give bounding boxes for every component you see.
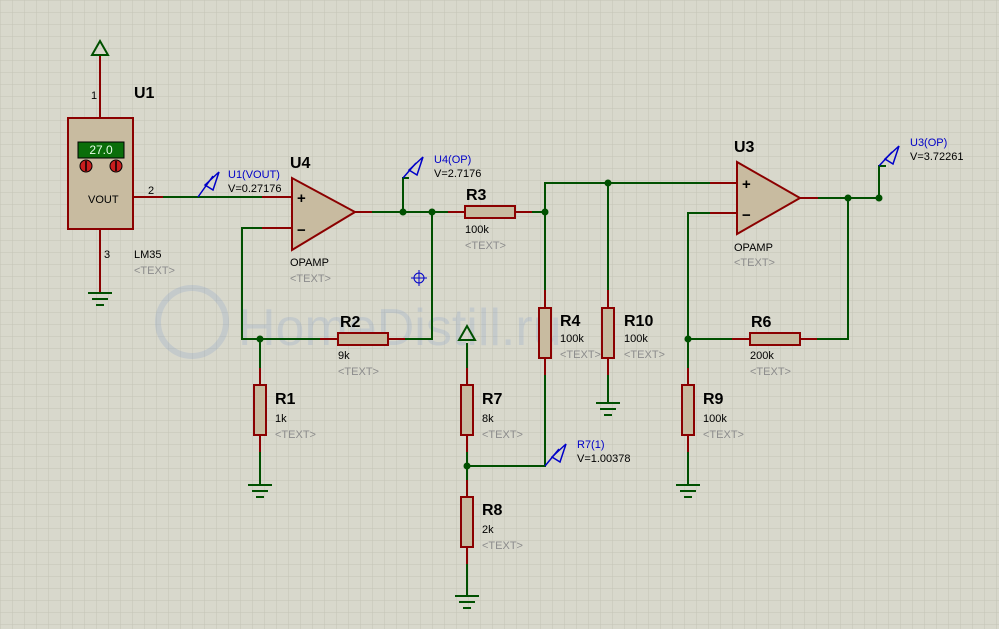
probe-arrow-icon <box>407 156 424 177</box>
u4-opamp[interactable]: + − U4 OPAMP <TEXT> <box>262 155 372 285</box>
junctions <box>256 179 883 470</box>
display-value: 27.0 <box>89 143 113 157</box>
probe-voltage: V=1.00378 <box>577 453 631 465</box>
r10-ref: R10 <box>624 313 653 330</box>
watermark: HomeDistill.ru <box>155 285 562 359</box>
r7-ref: R7 <box>482 391 503 408</box>
plus-sign: + <box>297 190 306 207</box>
r2-ref: R2 <box>340 314 361 331</box>
resistor-r8[interactable]: R8 2k <TEXT> <box>460 480 523 564</box>
watermark-text: HomeDistill.ru <box>238 299 562 357</box>
r4-text: <TEXT> <box>560 349 601 361</box>
r1-text: <TEXT> <box>275 429 316 441</box>
r4-ref: R4 <box>560 313 581 330</box>
ground-icon <box>248 484 272 498</box>
r1-ref: R1 <box>275 391 296 408</box>
resistor-r3[interactable]: R3 100k <TEXT> <box>448 187 532 252</box>
r3-value: 100k <box>465 224 489 236</box>
minus-sign: − <box>742 207 751 224</box>
r10-text: <TEXT> <box>624 349 665 361</box>
u3-ref: U3 <box>734 139 755 156</box>
ground-icon <box>455 595 479 609</box>
pin-number: 2 <box>148 185 154 197</box>
r2-value: 9k <box>338 350 350 362</box>
r3-ref: R3 <box>466 187 487 204</box>
probe-voltage: V=0.27176 <box>228 183 282 195</box>
u1-lm35[interactable]: 27.0 VOUT 1 2 3 U1 LM35 <TEXT> <box>67 38 175 306</box>
r1-value: 1k <box>275 413 287 425</box>
ground-icon <box>596 402 620 416</box>
u3-text: <TEXT> <box>734 257 775 269</box>
u4-part: OPAMP <box>290 257 329 269</box>
probe-arrow-icon <box>203 171 220 192</box>
u4-text: <TEXT> <box>290 273 331 285</box>
resistor-r1[interactable]: R1 1k <TEXT> <box>253 368 316 452</box>
resistor-r2[interactable]: R2 9k <TEXT> <box>320 314 405 378</box>
r6-ref: R6 <box>751 314 772 331</box>
r9-value: 100k <box>703 413 727 425</box>
power-arrow-icon <box>457 323 477 341</box>
ground-icon <box>676 484 700 498</box>
temperature-display <box>77 141 125 159</box>
probe-name: R7(1) <box>577 439 605 451</box>
r6-text: <TEXT> <box>750 366 791 378</box>
r9-text: <TEXT> <box>703 429 744 441</box>
probe-name: U3(OP) <box>910 137 947 149</box>
r7-text: <TEXT> <box>482 429 523 441</box>
probe-name: U1(VOUT) <box>228 169 280 181</box>
power-arrow-icon <box>90 38 110 56</box>
resistor-r7[interactable]: R7 8k <TEXT> <box>460 368 523 452</box>
crosshair-icon <box>411 270 427 286</box>
u3-opamp[interactable]: + − U3 OPAMP <TEXT> <box>710 139 818 269</box>
probe-u1-vout[interactable]: U1(VOUT) V=0.27176 <box>197 169 282 198</box>
u3-part: OPAMP <box>734 242 773 254</box>
r8-value: 2k <box>482 524 494 536</box>
probe-u4-op[interactable]: U4(OP) V=2.7176 <box>402 154 481 180</box>
r6-value: 200k <box>750 350 774 362</box>
plus-sign: + <box>742 176 751 193</box>
probe-arrow-icon <box>883 145 900 166</box>
u1-text: <TEXT> <box>134 265 175 277</box>
minus-sign: − <box>297 222 306 239</box>
r10-value: 100k <box>624 333 648 345</box>
probe-r7-1[interactable]: R7(1) V=1.00378 <box>544 439 631 467</box>
resistor-r4[interactable]: R4 100k <TEXT> <box>538 290 601 375</box>
pin-number: 1 <box>91 90 97 102</box>
u1-part: LM35 <box>134 249 162 261</box>
r8-text: <TEXT> <box>482 540 523 552</box>
r2-text: <TEXT> <box>338 366 379 378</box>
r3-text: <TEXT> <box>465 240 506 252</box>
probe-arrow-icon <box>550 443 567 464</box>
r8-ref: R8 <box>482 502 503 519</box>
r7-value: 8k <box>482 413 494 425</box>
vout-label: VOUT <box>88 194 119 206</box>
probe-name: U4(OP) <box>434 154 471 166</box>
resistor-r10[interactable]: R10 100k <TEXT> <box>601 290 665 375</box>
ground-icon <box>88 292 112 306</box>
r4-value: 100k <box>560 333 584 345</box>
u1-ref: U1 <box>134 85 155 102</box>
probe-voltage: V=2.7176 <box>434 168 481 180</box>
probe-u3-op[interactable]: U3(OP) V=3.72261 <box>878 137 964 167</box>
resistor-r9[interactable]: R9 100k <TEXT> <box>681 368 744 452</box>
resistor-r6[interactable]: R6 200k <TEXT> <box>732 314 817 378</box>
r9-ref: R9 <box>703 391 724 408</box>
probe-voltage: V=3.72261 <box>910 151 964 163</box>
pin-number: 3 <box>104 249 110 261</box>
u4-ref: U4 <box>290 155 311 172</box>
